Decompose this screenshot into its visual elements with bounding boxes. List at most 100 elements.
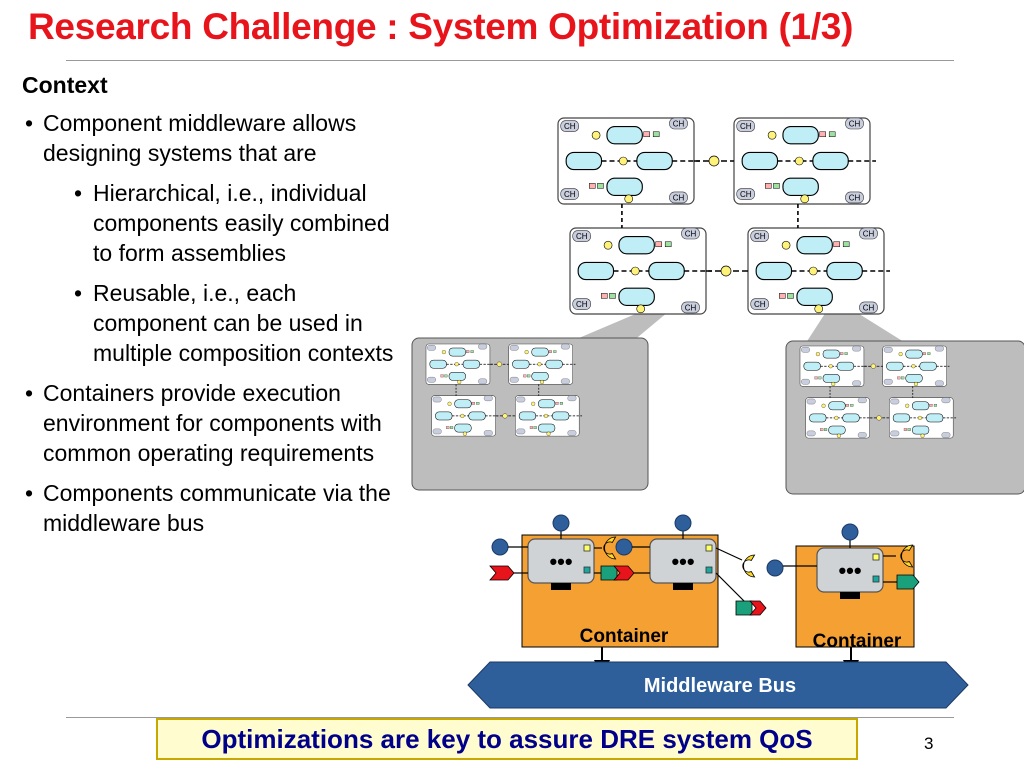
event-port [664, 241, 672, 248]
home-tag [567, 430, 577, 436]
event-port [476, 402, 480, 405]
home-tag-label: CH [576, 300, 588, 309]
component-node [912, 425, 930, 435]
context-text: Context • Component middleware allows de… [22, 70, 402, 548]
event-port [820, 428, 824, 431]
facet-port [462, 431, 467, 436]
event-port [597, 183, 604, 189]
component-node [886, 361, 904, 371]
event-port [548, 350, 552, 353]
component-node [618, 287, 655, 306]
facet-port [876, 415, 882, 421]
home-tag [736, 188, 756, 200]
bullet-text: Components communicate via the middlewar… [43, 480, 391, 536]
event-port [523, 374, 527, 378]
event-port [450, 426, 454, 429]
home-tag-label: CH [849, 193, 861, 202]
event-port [559, 402, 563, 405]
component-node [926, 413, 944, 423]
component-node [512, 359, 530, 369]
component-node [782, 126, 819, 145]
event-port [833, 241, 840, 248]
receptacle-port [841, 523, 859, 541]
facet-port [624, 194, 634, 204]
left-assembly-diagram [411, 337, 649, 491]
bullet-dot: • [25, 110, 34, 136]
facet-port [460, 413, 465, 418]
facet-port [447, 401, 452, 406]
event-port [444, 374, 448, 378]
component-node [454, 399, 472, 409]
event-port [470, 350, 474, 353]
facet-port [630, 266, 640, 276]
home-tag [806, 398, 816, 405]
facet-port [913, 381, 918, 387]
home-tag [560, 188, 580, 200]
component-node [606, 126, 643, 145]
facet-port [821, 403, 826, 408]
home-tag [883, 347, 893, 353]
receptacle-port [766, 559, 784, 577]
component-node [538, 423, 556, 433]
event-port [529, 426, 533, 429]
component-base [673, 583, 693, 590]
facet-port [808, 266, 818, 276]
bullet-text: Containers provide execution environment… [43, 380, 382, 466]
event-port [897, 376, 901, 380]
component-node [809, 413, 827, 423]
component-node [842, 413, 860, 423]
home-tag [560, 343, 570, 350]
home-tag [801, 347, 810, 353]
title-divider [66, 60, 954, 61]
component-node [782, 177, 819, 196]
home-tag [857, 432, 867, 438]
home-tag-label: CH [685, 303, 697, 312]
component-node [468, 411, 486, 421]
attribute-port [705, 544, 713, 552]
component-node [755, 261, 793, 281]
middleware-bus-label: Middleware Bus [644, 675, 796, 697]
home-tag [427, 345, 436, 351]
facet-port [828, 364, 833, 369]
facet-port [502, 413, 508, 419]
facet-port [720, 265, 732, 277]
component-node [577, 261, 615, 281]
home-tag [560, 378, 570, 385]
component-node [796, 236, 833, 255]
event-port [471, 402, 475, 405]
home-tag-label: CH [685, 230, 697, 239]
facet-port [603, 240, 613, 250]
bullet-dot: • [74, 280, 83, 306]
event-port [440, 374, 444, 378]
home-tag-label: CH [863, 230, 875, 239]
home-tag [567, 395, 577, 402]
component-node [552, 411, 570, 421]
home-tag [845, 191, 864, 204]
facet-socket [603, 536, 617, 560]
event-source-port [749, 600, 767, 616]
key-message-callout: Optimizations are key to assure DRE syst… [156, 718, 858, 760]
event-port [446, 426, 450, 429]
event-sink-port [600, 565, 618, 581]
home-tag [478, 343, 488, 350]
facet-port [636, 304, 646, 314]
home-tag-label: CH [740, 190, 752, 199]
component-node [905, 349, 923, 359]
facet-port [457, 379, 462, 385]
bullet-dot: • [25, 480, 34, 506]
facet-port [591, 130, 601, 140]
facet-port [454, 362, 459, 367]
event-port [553, 350, 557, 353]
event-port [779, 293, 786, 299]
component-node [636, 151, 673, 171]
container-label: Container [813, 631, 902, 652]
event-port [850, 404, 854, 407]
attribute-port [705, 566, 713, 574]
component-node [892, 413, 911, 423]
home-tag-label: CH [564, 122, 576, 131]
attribute-port [872, 575, 880, 583]
sub-bullet-item: • Reusable, i.e., each component can be … [22, 278, 402, 368]
home-tag-label: CH [673, 193, 685, 202]
facet-port [898, 352, 903, 357]
